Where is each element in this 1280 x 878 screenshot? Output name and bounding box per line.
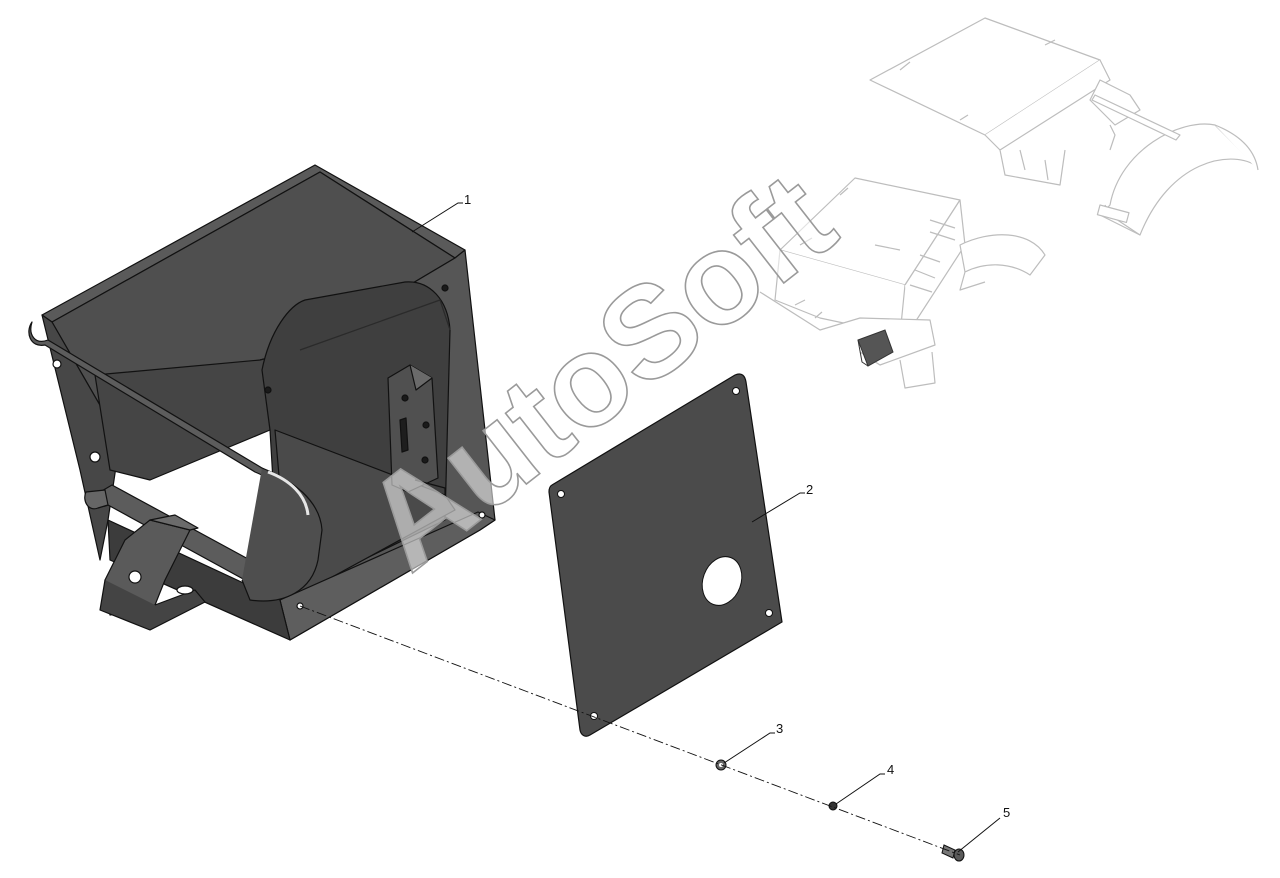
vehicle-context-drawing <box>759 17 1259 389</box>
assembly-axis-line <box>299 605 961 856</box>
part-1-box-housing <box>41 164 496 641</box>
leader-lines <box>411 202 1001 853</box>
leader-line-3 <box>723 732 775 764</box>
callout-4: 4 <box>887 762 895 777</box>
part-5-bolt <box>941 844 965 862</box>
callout-2: 2 <box>806 482 814 497</box>
leader-line-2 <box>751 492 805 523</box>
callout-1: 1 <box>464 192 472 207</box>
context-part-highlight <box>857 329 894 367</box>
leader-line-5 <box>957 817 1001 853</box>
callout-3: 3 <box>776 721 784 736</box>
callout-5: 5 <box>1003 805 1011 820</box>
part-2-cover-plate <box>548 373 783 737</box>
leader-line-4 <box>835 773 885 805</box>
leader-line-1 <box>411 202 463 233</box>
part-1-handle-tube <box>28 321 323 631</box>
